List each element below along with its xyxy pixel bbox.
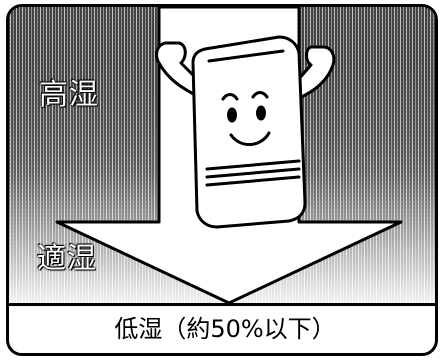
label-high-humidity: 高湿 xyxy=(39,77,100,111)
illustration-frame: 高湿 適湿 低湿（約50%以下） xyxy=(6,4,438,356)
illustration-svg xyxy=(9,7,435,307)
label-moderate-humidity: 適湿 xyxy=(37,241,98,275)
divider xyxy=(9,303,435,306)
dehumidifier-mascot xyxy=(155,35,336,229)
label-low-humidity: 低湿（約50%以下） xyxy=(114,315,336,343)
